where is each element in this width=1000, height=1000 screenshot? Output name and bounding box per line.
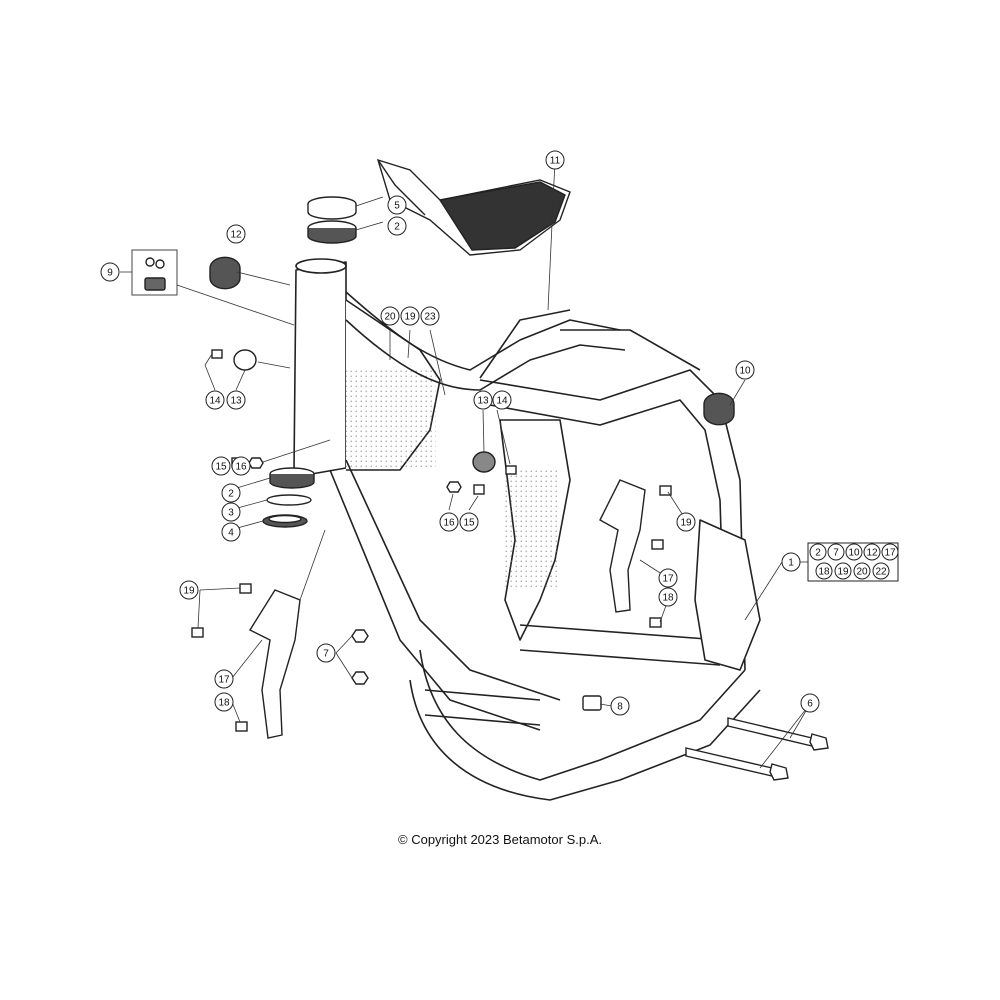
part-10-clamp	[703, 392, 735, 426]
svg-text:15: 15	[215, 462, 227, 473]
svg-text:16: 16	[443, 518, 455, 529]
callout-23: 23	[420, 306, 440, 326]
part-4-seal	[262, 514, 308, 528]
svg-text:13: 13	[477, 396, 489, 407]
svg-text:7: 7	[323, 649, 329, 660]
callout-13-left: 13	[226, 390, 246, 410]
svg-text:19: 19	[680, 518, 692, 529]
callout-16-mid: 16	[439, 512, 459, 532]
svg-text:12: 12	[230, 230, 242, 241]
frame-body	[293, 258, 761, 801]
callout-18-left: 18	[214, 692, 234, 712]
svg-text:22: 22	[875, 567, 887, 578]
svg-text:17: 17	[884, 548, 896, 559]
svg-text:15: 15	[463, 518, 475, 529]
svg-text:4: 4	[228, 528, 234, 539]
kit-item-12: 12	[863, 543, 881, 561]
kit-item-19: 19	[834, 562, 852, 580]
part-3-ring	[266, 494, 312, 506]
callout-22: 20	[380, 306, 400, 326]
callout-18-right: 18	[658, 587, 678, 607]
callout-2-bottom: 2	[221, 483, 241, 503]
callout-16-left: 16	[231, 456, 251, 476]
callout-19-left: 19	[179, 580, 199, 600]
kit-item-22: 22	[872, 562, 890, 580]
callout-2-top: 2	[387, 216, 407, 236]
callout-5: 5	[387, 195, 407, 215]
svg-text:11: 11	[550, 156, 561, 167]
kit-item-2: 2	[809, 543, 827, 561]
svg-text:14: 14	[496, 396, 508, 407]
callout-20: 19	[400, 306, 420, 326]
frame-parts	[131, 158, 829, 781]
part-11-skid-plate	[376, 158, 571, 256]
kit-item-7: 7	[827, 543, 845, 561]
callout-4: 4	[221, 522, 241, 542]
part-2-bearing-top	[307, 220, 357, 244]
svg-text:12: 12	[866, 548, 878, 559]
callout-14-mid: 14	[492, 390, 512, 410]
part-5-seal	[307, 196, 357, 220]
kit-item-20: 20	[853, 562, 871, 580]
callout-7: 7	[316, 643, 336, 663]
callout-9: 9	[100, 262, 120, 282]
callout-3: 3	[221, 502, 241, 522]
copyright-notice: © Copyright 2023 Betamotor S.p.A.	[398, 832, 602, 847]
svg-text:6: 6	[807, 699, 813, 710]
svg-text:19: 19	[404, 312, 416, 323]
callout-8: 8	[610, 696, 630, 716]
svg-text:18: 18	[662, 593, 674, 604]
svg-text:7: 7	[833, 548, 839, 559]
svg-text:17: 17	[218, 675, 230, 686]
svg-text:13: 13	[230, 396, 242, 407]
svg-text:3: 3	[228, 508, 234, 519]
callout-13-mid: 13	[473, 390, 493, 410]
part-9-steering-lock	[131, 249, 178, 296]
svg-text:20: 20	[384, 312, 396, 323]
svg-text:8: 8	[617, 702, 623, 713]
svg-text:1: 1	[788, 558, 794, 569]
svg-text:2: 2	[394, 222, 400, 233]
svg-text:16: 16	[235, 462, 247, 473]
svg-text:23: 23	[424, 312, 436, 323]
callouts: 11 5 2 12 9 20 19 23 10 14 13 13 14 15 1…	[100, 150, 820, 716]
kit-item-18: 18	[815, 562, 833, 580]
callout-17-right: 17	[658, 568, 678, 588]
callout-14-left: 14	[205, 390, 225, 410]
part-6-long-bolts	[685, 717, 829, 781]
svg-text:10: 10	[848, 548, 860, 559]
svg-text:2: 2	[228, 489, 234, 500]
part-17-brackets	[248, 479, 646, 739]
callout-17-left: 17	[214, 669, 234, 689]
kit-item-10: 10	[845, 543, 863, 561]
svg-text:9: 9	[107, 268, 113, 279]
svg-text:5: 5	[394, 201, 400, 212]
kit-item-17: 17	[881, 543, 899, 561]
part-8-clip	[582, 695, 602, 711]
callout-10: 10	[735, 360, 755, 380]
callout-11: 11	[545, 150, 565, 170]
callout-12: 12	[226, 224, 246, 244]
svg-text:20: 20	[856, 567, 868, 578]
svg-text:18: 18	[218, 698, 230, 709]
part-7-nuts	[351, 629, 369, 685]
callout-6: 6	[800, 693, 820, 713]
svg-text:19: 19	[837, 567, 849, 578]
svg-text:2: 2	[815, 548, 821, 559]
svg-text:18: 18	[818, 567, 830, 578]
callout-15-mid: 15	[459, 512, 479, 532]
svg-text:10: 10	[739, 366, 751, 377]
part-18-19-bolts	[191, 485, 672, 732]
svg-text:17: 17	[662, 574, 674, 585]
svg-text:19: 19	[183, 586, 195, 597]
part-12-clamp	[209, 256, 241, 290]
kit-box: 2 7 10 12 17 18 19 20 22	[807, 542, 899, 582]
callout-19-right: 19	[676, 512, 696, 532]
callout-15-left: 15	[211, 456, 231, 476]
callout-1: 1	[781, 552, 801, 572]
svg-text:14: 14	[209, 396, 221, 407]
part-2-bearing-bottom	[269, 467, 315, 489]
